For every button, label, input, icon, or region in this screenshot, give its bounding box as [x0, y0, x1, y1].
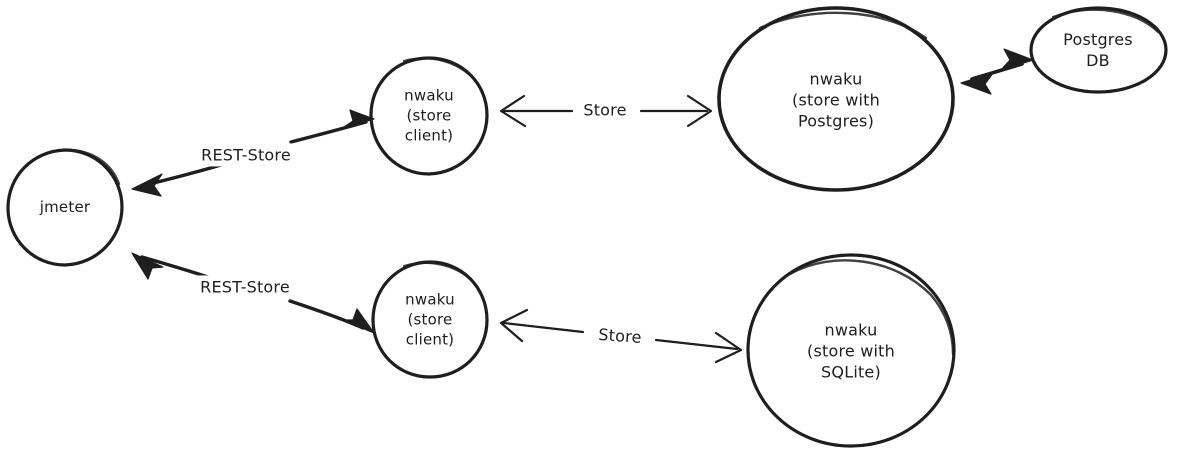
postgres-db-ellipse — [1029, 6, 1168, 94]
postgres-db-overdraw — [1051, 8, 1160, 34]
node-store-postgres[interactable] — [717, 6, 955, 192]
store-client-bottom-overdraw — [402, 261, 479, 288]
node-postgres-db[interactable] — [1029, 6, 1168, 94]
postgres-link-arrowhead-left — [960, 72, 994, 95]
store-postgres-ellipse — [717, 6, 955, 192]
node-store-client-top[interactable] — [369, 56, 489, 176]
edge-postgres-link[interactable] — [960, 48, 1034, 95]
edge-jmeter-to-store-client-top[interactable] — [131, 109, 375, 197]
edge-store-top[interactable] — [499, 94, 713, 128]
store-sqlite-circle — [746, 253, 956, 448]
jmeter-circle-overdraw — [68, 148, 121, 186]
store-top-arrowhead-right — [686, 94, 713, 128]
store-postgres-overdraw — [758, 11, 928, 40]
edge-store-bottom[interactable] — [499, 308, 743, 364]
rest-store-top-segment-right — [289, 120, 368, 144]
store-client-top-overdraw — [402, 57, 476, 81]
node-store-client-bottom[interactable] — [371, 260, 489, 379]
node-jmeter[interactable] — [6, 148, 124, 267]
rest-store-top-arrowhead-left — [131, 173, 163, 197]
store-bottom-arrowhead-right — [714, 331, 743, 364]
store-top-arrowhead-left — [499, 94, 527, 128]
store-bottom-segment-left — [502, 321, 585, 334]
rest-store-top-arrowhead-right — [343, 109, 375, 128]
postgres-link-arrowhead-right — [1000, 48, 1034, 71]
node-store-sqlite[interactable] — [746, 253, 956, 448]
store-bottom-segment-right — [654, 338, 739, 351]
rest-store-bottom-arrowhead-right — [341, 308, 375, 334]
edge-jmeter-to-store-client-bottom[interactable] — [131, 252, 375, 334]
rest-store-bottom-arrowhead-left — [131, 252, 164, 280]
jmeter-circle — [6, 148, 124, 267]
rest-store-bottom-segment-left — [140, 255, 228, 285]
store-sqlite-overdraw — [788, 259, 955, 356]
store-bottom-arrowhead-left — [499, 308, 529, 343]
